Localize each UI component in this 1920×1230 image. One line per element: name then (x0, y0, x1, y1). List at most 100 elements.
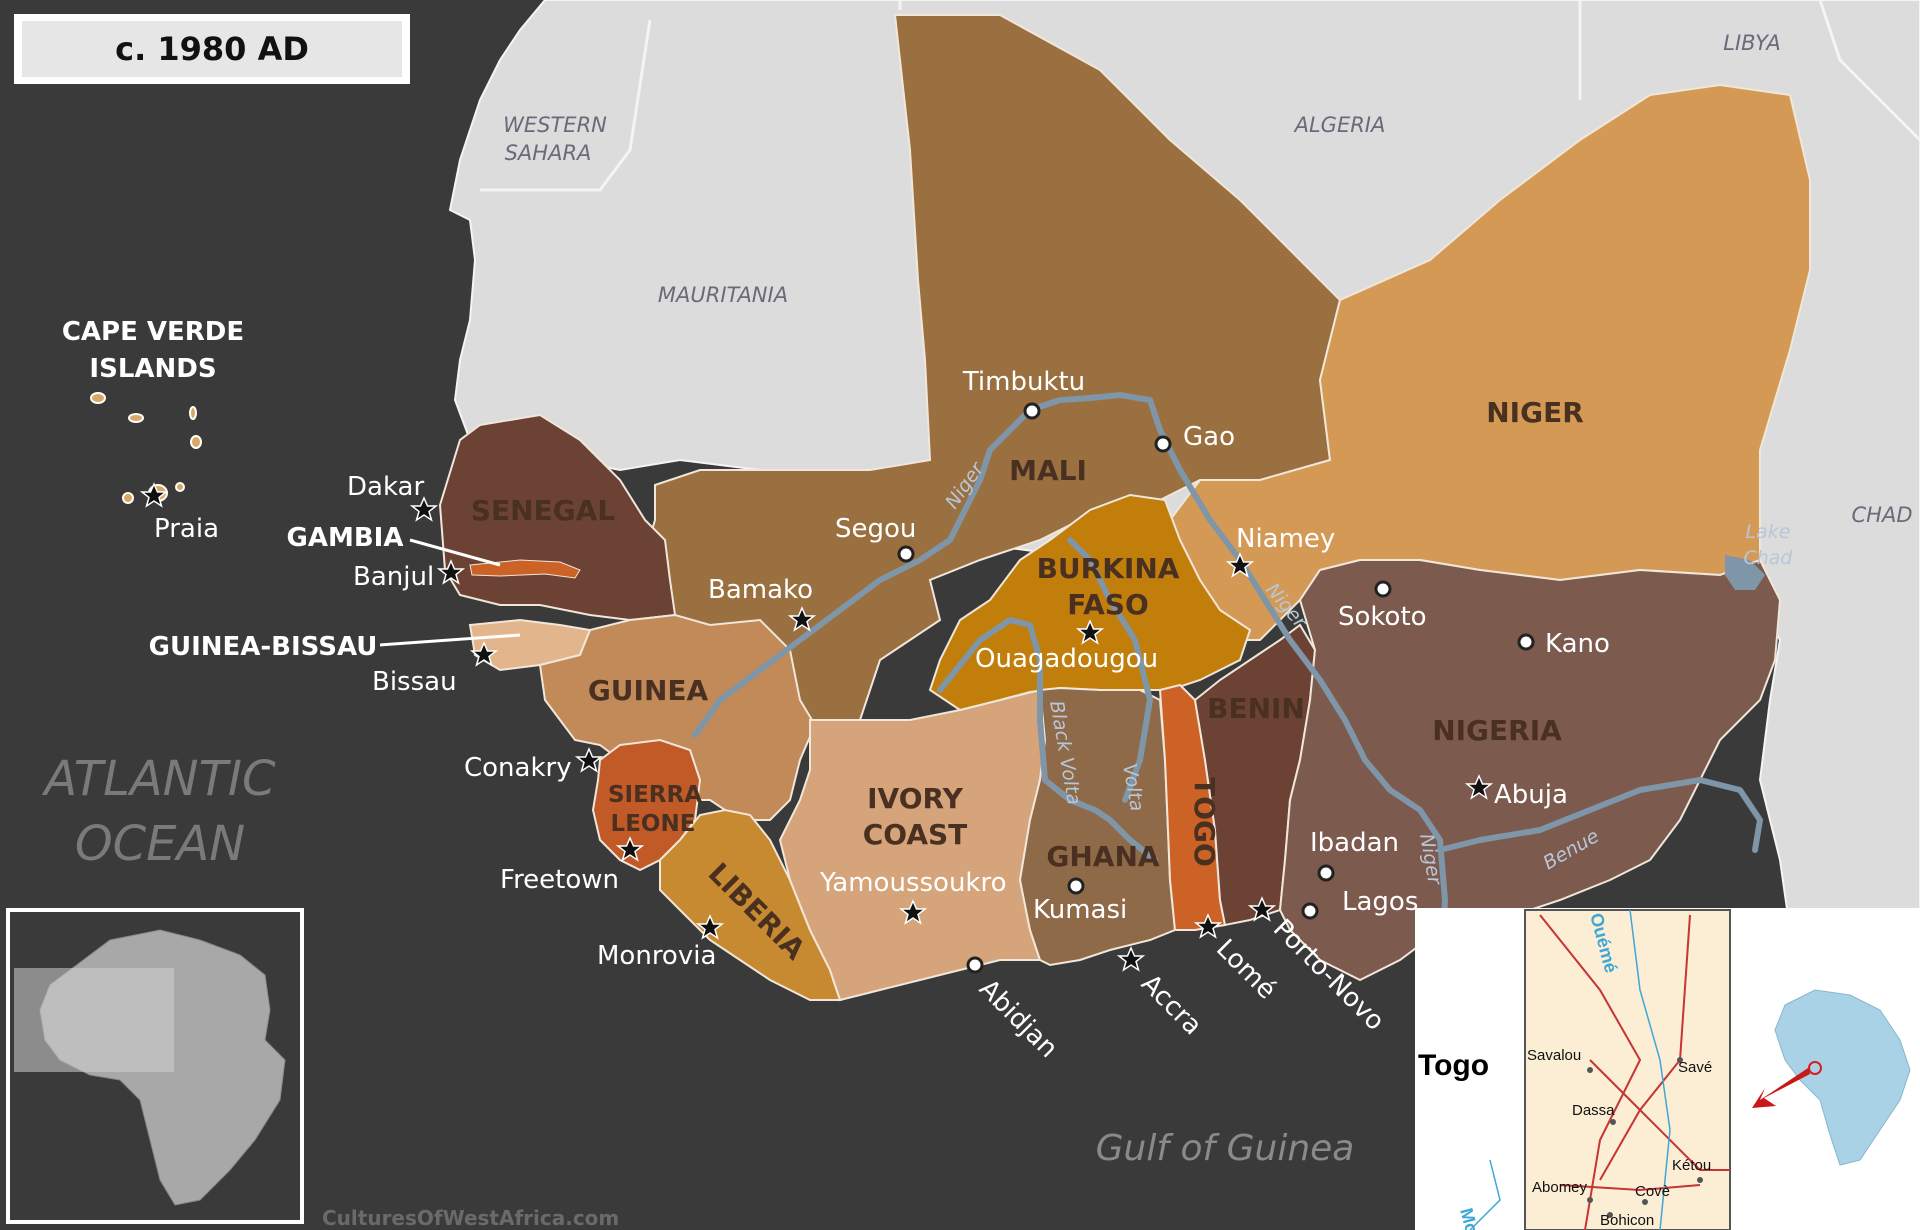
river-niger (692, 392, 1448, 1063)
map-credit: CulturesOfWestAfrica.com (322, 1206, 619, 1230)
capital-star-bissau (469, 641, 499, 667)
label-algeria: ALGERIA (1293, 113, 1386, 137)
togo-inset-locator-ring (1808, 1061, 1822, 1075)
capital-star-abuja (1464, 774, 1494, 800)
label-western-sahara-1: WESTERN (503, 113, 607, 137)
capital-star-porto-novo (1247, 896, 1277, 922)
city-dot-kumasi (1067, 877, 1085, 895)
label-freetown: Freetown (500, 865, 619, 895)
river-volta (1067, 537, 1153, 803)
label-dakar: Dakar (347, 472, 424, 502)
capital-star-niamey (1225, 552, 1255, 578)
title-box: c. 1980 AD (14, 14, 410, 84)
city-dot-kano (1517, 633, 1535, 651)
country-nigeria (1278, 558, 1782, 982)
togo-inset-title: Togo (1418, 1049, 1489, 1082)
label-sokoto: Sokoto (1338, 602, 1427, 632)
label-atlantic-1: ATLANTIC (41, 751, 276, 807)
label-monrovia: Monrovia (597, 941, 716, 971)
city-dot-segou (897, 545, 915, 563)
togo-inset-place-4: Kétou (1672, 1157, 1711, 1174)
label-ivory-coast-2: COAST (863, 818, 968, 851)
togo-inset-place-3: Dassa (1572, 1102, 1615, 1119)
label-lagos: Lagos (1342, 887, 1418, 917)
togo-inset-place-2: Savé (1678, 1059, 1712, 1076)
togo-inset-africa (1774, 989, 1911, 1166)
label-yamoussoukro: Yamoussoukro (819, 868, 1007, 898)
label-nigeria: NIGERIA (1432, 714, 1562, 747)
label-ouagadougou: Ouagadougou (975, 644, 1158, 674)
country-ghana (1018, 686, 1177, 967)
city-dot-sokoto (1374, 580, 1392, 598)
city-markers (897, 402, 1535, 974)
label-togo: TOGO (1188, 777, 1221, 867)
togo-inset-place-dots (1587, 1057, 1703, 1218)
togo-inset: Ouémé Mo Savalou Savé Dassa Kétou Abomey… (1415, 908, 1920, 1230)
togo-inset-rivers (1469, 909, 1671, 1230)
capital-star-banjul (436, 559, 466, 585)
label-niamey: Niamey (1236, 524, 1335, 554)
togo-inset-place-6: Covè (1635, 1183, 1670, 1200)
river-benue (1437, 777, 1763, 853)
label-segou: Segou (835, 514, 916, 544)
label-timbuktu: Timbuktu (962, 367, 1085, 397)
label-lake-chad-2: Chad (1743, 547, 1793, 569)
map-title: c. 1980 AD (115, 30, 309, 68)
label-praia: Praia (154, 514, 219, 544)
togo-inset-place-1: Savalou (1527, 1047, 1581, 1064)
country-guinea (538, 613, 817, 821)
label-abuja: Abuja (1494, 780, 1568, 810)
city-dot-ibadan (1317, 864, 1335, 882)
neighbor-borders (480, 0, 1920, 192)
label-mauritania: MAURITANIA (658, 283, 788, 307)
city-dot-timbuktu (1023, 402, 1041, 420)
capital-star-accra (1116, 946, 1146, 972)
label-benin: BENIN (1207, 692, 1305, 725)
capital-star-conakry (574, 747, 604, 773)
label-sierra-leone-2: LEONE (611, 811, 696, 837)
west-africa-highlight (14, 968, 174, 1072)
city-dot-gao (1154, 435, 1172, 453)
label-kumasi: Kumasi (1033, 895, 1127, 925)
capital-star-bamako (787, 606, 817, 632)
label-atlantic-2: OCEAN (75, 816, 245, 872)
capital-star-yamoussoukro (898, 899, 928, 925)
lake-chad (1725, 555, 1765, 590)
label-bamako: Bamako (708, 575, 813, 605)
label-burkina-faso-1: BURKINA (1037, 552, 1180, 585)
label-gambia: GAMBIA (287, 523, 404, 553)
capital-star-monrovia (695, 914, 725, 940)
label-chad: CHAD (1852, 503, 1913, 527)
label-western-sahara-2: SAHARA (505, 141, 592, 165)
capital-markers (139, 482, 1494, 972)
label-kano: Kano (1545, 629, 1610, 659)
label-burkina-faso-2: FASO (1067, 588, 1149, 621)
label-cape-verde-1: CAPE VERDE (62, 317, 244, 347)
label-niger: NIGER (1486, 396, 1584, 429)
label-lake-chad-1: Lake (1746, 521, 1791, 543)
label-mali: MALI (1009, 454, 1087, 487)
label-ibadan: Ibadan (1310, 828, 1399, 858)
label-ivory-coast-1: IVORY (867, 782, 963, 815)
capital-star-praia (139, 482, 169, 508)
togo-inset-arrow-icon (1752, 1068, 1810, 1108)
label-sierra-leone-1: SIERRA (608, 782, 702, 808)
togo-inset-place-5: Abomey (1532, 1179, 1588, 1196)
rivers (692, 392, 1763, 1063)
label-cape-verde-2: ISLANDS (89, 354, 216, 384)
label-gulf-of-guinea: Gulf of Guinea (1096, 1128, 1355, 1169)
label-bissau: Bissau (372, 667, 457, 697)
city-dot-abidjan (966, 956, 984, 974)
capital-star-lome (1193, 913, 1223, 939)
capital-star-dakar (409, 496, 439, 522)
capital-star-freetown (615, 836, 645, 862)
guinea-bissau-pointer (379, 633, 521, 647)
river-black-volta (937, 617, 1158, 863)
label-senegal: SENEGAL (471, 494, 616, 527)
capital-star-ouagadougou (1075, 619, 1105, 645)
label-libya: LIBYA (1723, 31, 1781, 55)
africa-locator-inset (6, 908, 304, 1224)
label-guinea: GUINEA (588, 674, 709, 707)
